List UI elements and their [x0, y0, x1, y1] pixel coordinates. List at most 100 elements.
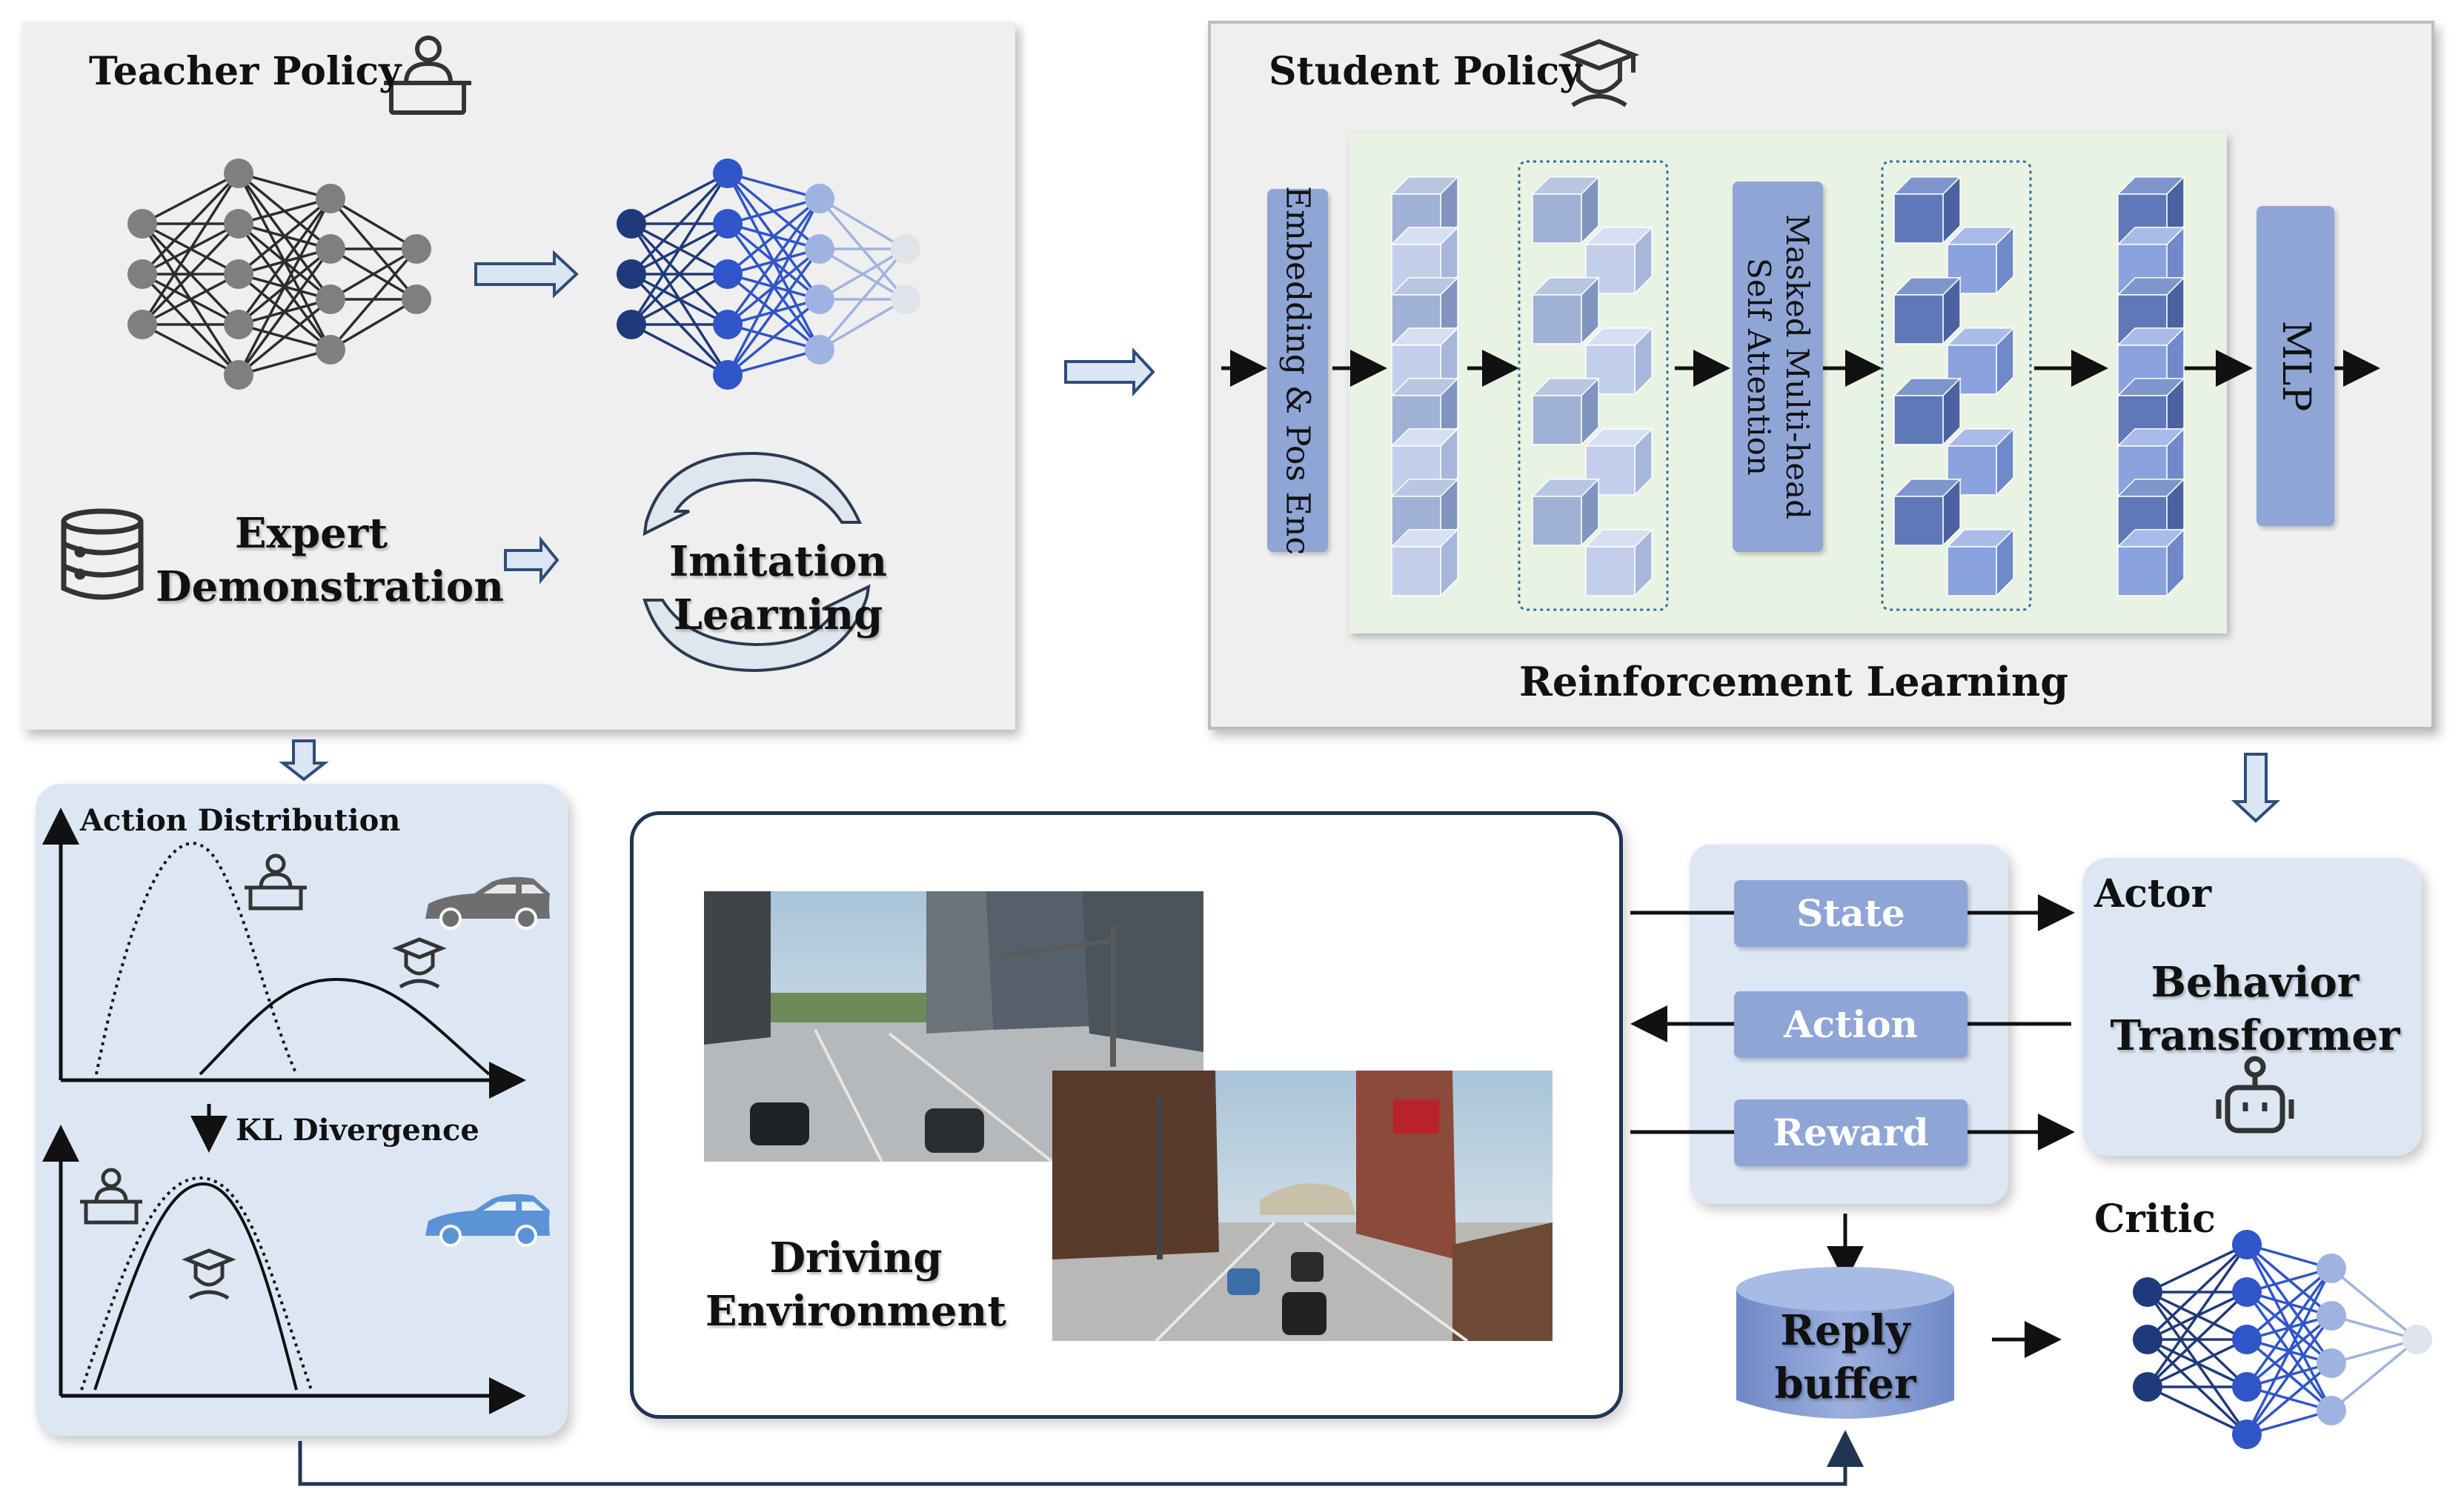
cube	[1585, 546, 1636, 596]
cube-group-2-frame	[1881, 160, 2032, 611]
nn-node	[224, 310, 253, 339]
nn-node	[127, 310, 157, 339]
attention-line-1: Masked Multi-head	[1779, 214, 1816, 519]
attention-label: Masked Multi-head Self Attention	[1739, 214, 1816, 519]
nn-node	[805, 234, 834, 264]
reinforcement-learning-label: Reinforcement Learning	[1519, 658, 2068, 705]
nn-node	[402, 234, 431, 264]
cube	[1893, 193, 1944, 244]
cube	[1532, 294, 1582, 345]
nn-node	[713, 360, 743, 390]
nn-node	[2232, 1420, 2262, 1449]
student-icon	[1558, 39, 1640, 107]
action-pill: Action	[1734, 991, 1967, 1058]
imitation-learning-label: Imitation Learning	[668, 537, 888, 639]
nn-node	[224, 209, 253, 239]
nn-node	[617, 310, 646, 339]
reply-buffer-label: Reply buffer	[1736, 1304, 1954, 1411]
nn-node	[316, 234, 345, 264]
mlp-label: MLP	[2273, 320, 2318, 412]
cube	[1532, 496, 1582, 546]
driving-environment-label: Driving Environment	[704, 1231, 1008, 1338]
nn-node	[2402, 1325, 2432, 1354]
token-cubes	[1390, 176, 2185, 597]
kl-feedback-line	[298, 1430, 1864, 1486]
nn-node	[617, 209, 646, 239]
cube	[1532, 193, 1582, 244]
cube	[1893, 496, 1944, 546]
actor-panel	[2082, 858, 2422, 1156]
buffer-line-1: Reply	[1780, 1306, 1910, 1355]
env-line-1: Driving	[769, 1234, 943, 1282]
nn-node	[2317, 1254, 2346, 1283]
nn-node	[316, 184, 345, 213]
behavior-transformer-label: Behavior Transformer	[2088, 956, 2422, 1062]
distribution-plot-bottom	[42, 1125, 526, 1414]
student-title: Student Policy	[1269, 49, 1582, 94]
critic-title: Critic	[2094, 1197, 2216, 1242]
student-small-icon-2	[182, 1248, 236, 1300]
attention-block: Masked Multi-head Self Attention	[1733, 182, 1823, 552]
student-small-icon	[392, 937, 447, 989]
reward-pill: Reward	[1734, 1099, 1967, 1166]
buffer-line-2: buffer	[1774, 1359, 1916, 1408]
distill-arrow	[474, 250, 579, 299]
action-distribution-title: Action Distribution	[80, 803, 401, 838]
cube	[1532, 395, 1582, 445]
nn-node	[2232, 1230, 2262, 1259]
nn-node	[224, 159, 253, 188]
cube-group-1-frame	[1518, 160, 1669, 611]
cycle-arrows	[642, 451, 871, 673]
reply-buffer-cylinder	[1736, 1267, 1954, 1419]
teacher-small-icon-2	[80, 1168, 142, 1225]
nn-node	[805, 284, 834, 314]
nn-node	[891, 234, 920, 264]
cube	[1947, 546, 1997, 596]
nn-node	[617, 259, 646, 289]
nn-node	[224, 360, 253, 390]
nn-node	[713, 209, 743, 239]
cube	[1893, 395, 1944, 445]
teacher-title: Teacher Policy	[89, 49, 402, 94]
nn-node	[2317, 1301, 2346, 1331]
car-gray-icon	[425, 876, 550, 930]
nn-node	[127, 259, 157, 289]
expert-line-2: Demonstration	[156, 562, 504, 611]
actor-line-2: Transformer	[2110, 1011, 2400, 1060]
driving-scene-2	[1052, 1071, 1553, 1342]
nn-node	[2232, 1372, 2262, 1402]
nn-node	[2317, 1396, 2346, 1425]
distribution-plot-top	[42, 808, 526, 1099]
robot-icon	[2216, 1056, 2294, 1134]
teacher-network	[127, 159, 431, 390]
nn-node	[316, 335, 345, 365]
distilled-network	[617, 159, 920, 390]
nn-node	[2232, 1277, 2262, 1307]
nn-node	[127, 209, 157, 239]
cube	[1391, 546, 1441, 596]
attention-line-2: Self Attention	[1741, 258, 1777, 476]
nn-node	[713, 159, 743, 188]
teacher-to-student-arrow	[1064, 347, 1155, 397]
nn-node	[2133, 1325, 2162, 1354]
nn-node	[891, 284, 920, 314]
nn-node	[2133, 1372, 2162, 1402]
env-line-2: Environment	[705, 1287, 1007, 1336]
actor-title: Actor	[2094, 871, 2212, 916]
nn-node	[402, 284, 431, 314]
cube	[1893, 294, 1944, 345]
teacher-small-icon	[245, 853, 307, 911]
student-to-actor-arrow	[2231, 753, 2281, 823]
nn-node	[2133, 1277, 2162, 1307]
teacher-icon	[384, 36, 471, 115]
mlp-block: MLP	[2257, 206, 2334, 526]
nn-node	[224, 259, 253, 289]
nn-node	[805, 184, 834, 213]
car-blue-icon	[425, 1194, 550, 1247]
teacher-to-distribution-arrow	[279, 739, 329, 782]
expert-arrow	[504, 536, 559, 585]
nn-node	[2232, 1325, 2262, 1354]
actor-line-1: Behavior	[2151, 958, 2360, 1007]
expert-line-1: Expert	[234, 509, 388, 558]
